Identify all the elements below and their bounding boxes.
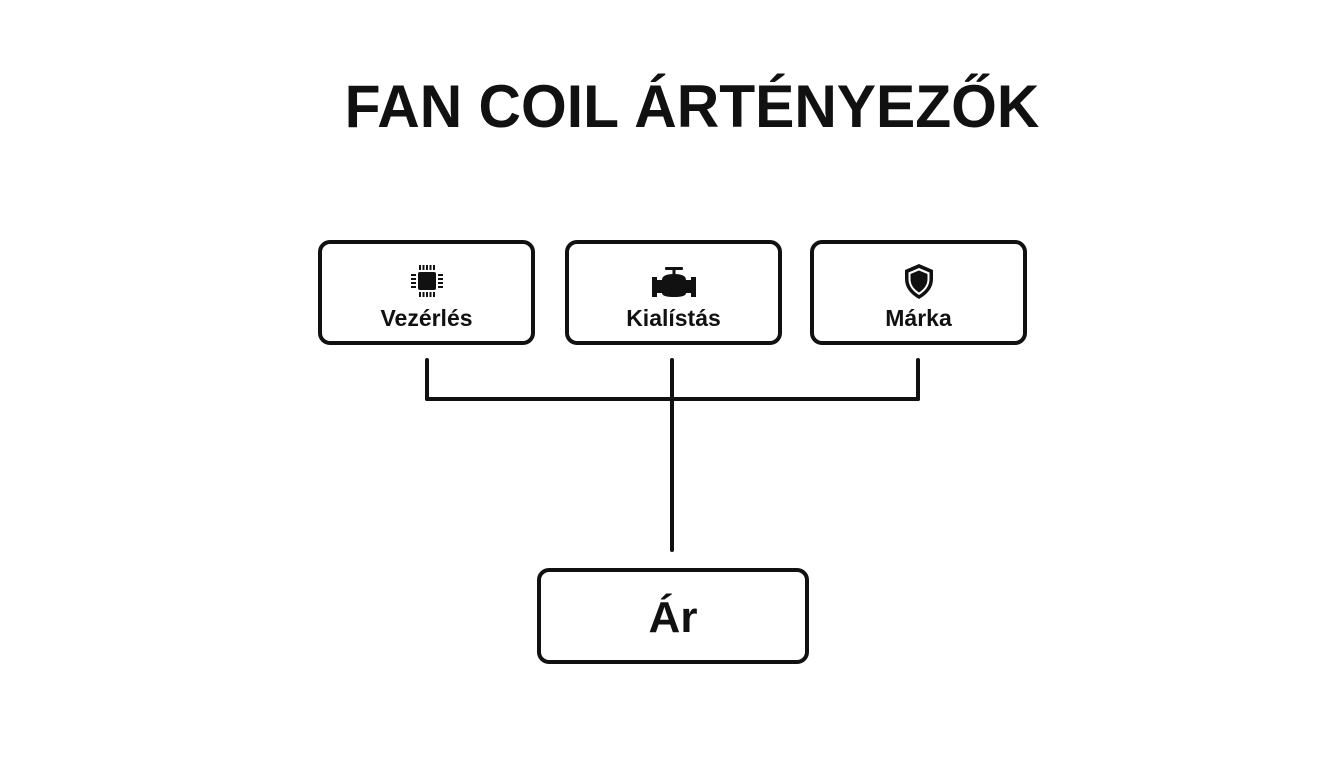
factor-node-kialistas: Kialístás	[565, 240, 782, 345]
factor-label: Kialístás	[626, 304, 721, 331]
factor-label: Márka	[885, 304, 952, 331]
valve-icon	[651, 266, 696, 297]
factor-node-marka: Márka	[810, 240, 1027, 345]
shield-icon	[904, 263, 933, 299]
factor-label: Vezérlés	[380, 304, 473, 331]
factor-node-vezerles: Vezérlés	[318, 240, 535, 345]
microchip-icon	[410, 264, 443, 297]
result-label: Ár	[648, 593, 698, 642]
diagram-title: FAN COIL ÁRTÉNYEZŐK	[344, 73, 1040, 140]
result-node-ar: Ár	[537, 568, 809, 664]
